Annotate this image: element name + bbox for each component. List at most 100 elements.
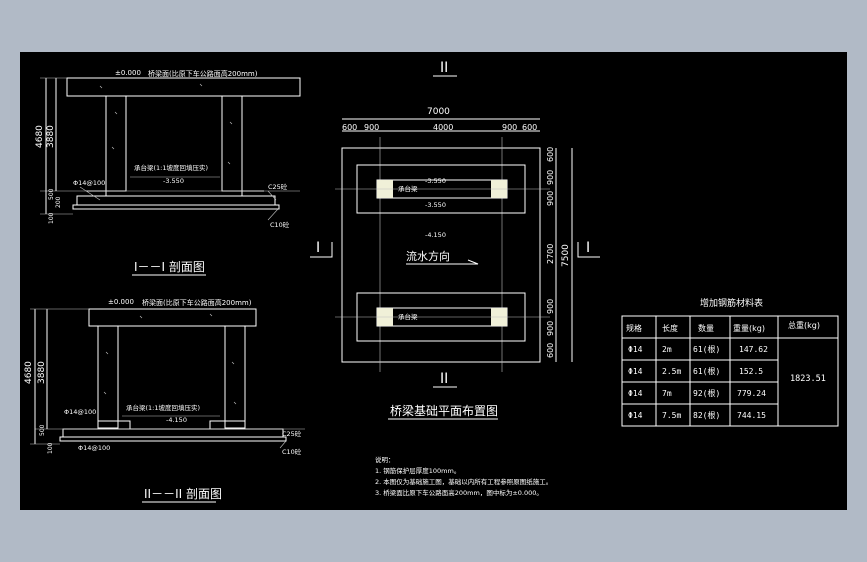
table-header-4: 总重(kg) (788, 320, 820, 330)
table-cell: Φ14 (628, 411, 643, 420)
table-cell: 744.15 (737, 411, 766, 420)
plan-view: II II I I 7000 600 900 4000 900 600 承台梁 … (310, 60, 600, 420)
top-elevation: ±0.000 (115, 69, 141, 77)
table-cell: 61(根) (693, 366, 720, 376)
table-cell: Φ14 (628, 367, 643, 376)
dim-right-1: 900 (546, 170, 555, 185)
plan-mark-right: I (586, 240, 590, 256)
dim-200: 200 (55, 196, 62, 208)
table-total: 1823.51 (790, 374, 826, 384)
dim-top-2: 4000 (433, 123, 453, 132)
deck-slab (66, 77, 301, 97)
foundation-outline (341, 147, 541, 363)
dim-upper: 3880 (46, 125, 56, 148)
rebar-note-2b: Φ14@100 (78, 444, 110, 452)
flow-arrow (406, 259, 479, 265)
table-row: Φ14 7.5m 82(根) 744.15 (628, 410, 766, 420)
plan-mark-top: II (440, 60, 448, 76)
left-column (105, 95, 127, 192)
table-header-2: 数量 (698, 323, 714, 333)
dim-upper-2: 3880 (37, 361, 47, 384)
base-note: C10砼 (270, 220, 290, 229)
table-cell: Φ14 (628, 389, 643, 398)
footing-2 (62, 428, 284, 438)
table-cell: 61(根) (693, 344, 720, 354)
table-cell: 7.5m (662, 411, 681, 420)
rebar-note: Φ14@100 (73, 179, 105, 187)
rebar-note-2a: Φ14@100 (64, 408, 96, 416)
drawing-canvas: 4680 3880 500 100 200 ±0.000 桥梁面(比原下车公路面… (20, 52, 847, 510)
table-cell: 7m (662, 389, 672, 398)
concrete-note: C25砼 (268, 182, 288, 191)
table-cell: 82(根) (693, 410, 720, 420)
section-2-title: II－－II 剖面图 (144, 487, 222, 501)
dim-500-2: 500 (39, 424, 46, 436)
base-layer (72, 204, 280, 210)
table-cell: 147.62 (739, 345, 768, 354)
dim-width: 7000 (427, 107, 450, 117)
material-table: 增加钢筋材料表 规格 长度 数量 重量(kg) 总重(kg) Φ14 2m 61… (621, 297, 839, 427)
table-cell: 2m (662, 345, 672, 354)
base-note-2: C10砼 (282, 447, 302, 456)
dim-top-3: 900 (502, 123, 517, 132)
plan-title: 桥梁基础平面布置图 (390, 403, 498, 418)
table-cell: Φ14 (628, 345, 643, 354)
dim-top-0: 600 (342, 123, 357, 132)
dim-right-2: 900 (546, 191, 555, 206)
table-cell: 92(根) (693, 388, 720, 398)
top-elevation-2: ±0.000 (108, 298, 134, 306)
right-column (221, 95, 243, 192)
table-title: 增加钢筋材料表 (700, 297, 763, 309)
elev-a: -3.550 (425, 177, 446, 185)
dim-top-4: 600 (522, 123, 537, 132)
plan-mark-left: I (316, 240, 320, 256)
section-1-title: I－－I 剖面图 (134, 260, 205, 274)
table-cell: 2.5m (662, 367, 681, 376)
beam-label-2: 承台梁 (398, 312, 418, 321)
dim-100: 100 (48, 212, 55, 224)
dim-right-5: 900 (546, 321, 555, 336)
table-row: Φ14 2.5m 61(根) 152.5 (628, 366, 763, 376)
dim-right-3: 2700 (546, 244, 555, 264)
footing-top (86, 190, 264, 197)
dim-total: 4680 (35, 125, 45, 148)
surface-note: 桥梁面(比原下车公路面高200mm) (148, 69, 258, 78)
elevation-2: -4.150 (166, 416, 187, 424)
dim-top-1: 900 (364, 123, 379, 132)
dim-height: 7500 (561, 244, 571, 267)
base-layer-2 (59, 436, 287, 442)
dim-right-0: 600 (546, 147, 555, 162)
table-header-3: 重量(kg) (733, 323, 765, 333)
section-2: 4680 3880 500 100 ±0.000 桥梁面(比原下车公路面高200… (24, 298, 305, 503)
footing (76, 195, 276, 206)
note-1: 1. 钢筋保护层厚度100mm。 (375, 466, 460, 475)
right-column-2 (224, 325, 246, 429)
note-3: 3. 桥梁面比原下车公路面高200mm，图中标为±0.000。 (375, 488, 543, 497)
table-header-0: 规格 (626, 323, 642, 333)
table-cell: 152.5 (739, 367, 763, 376)
cap-note-2: 承台梁(1:1坡度回填压实) (126, 403, 200, 412)
concrete-note-2: C25砼 (282, 429, 302, 438)
elev-b: -3.550 (425, 201, 446, 209)
dim-right-6: 600 (546, 343, 555, 358)
section-1: 4680 3880 500 100 200 ±0.000 桥梁面(比原下车公路面… (35, 69, 301, 276)
table-row: Φ14 7m 92(根) 779.24 (628, 388, 766, 398)
notes: 说明： 1. 钢筋保护层厚度100mm。 2. 本图仅为基础施工图，基础以内所有… (375, 455, 552, 497)
elevation-1: -3.550 (163, 177, 184, 185)
plan-mark-bottom: II (440, 371, 448, 387)
left-column-2 (97, 325, 119, 429)
cap-note: 承台梁(1:1坡度回填压实) (134, 163, 208, 172)
dim-total-2: 4680 (24, 361, 34, 384)
beam-label-1: 承台梁 (398, 184, 418, 193)
deck-slab-2 (88, 308, 257, 327)
surface-note-2: 桥梁面(比原下车公路面高200mm) (142, 298, 252, 307)
table-cell: 779.24 (737, 389, 766, 398)
elev-c: -4.150 (425, 231, 446, 239)
note-2: 2. 本图仅为基础施工图，基础以内所有工程参照原图纸施工。 (375, 477, 552, 486)
cad-drawing: 4680 3880 500 100 200 ±0.000 桥梁面(比原下车公路面… (24, 60, 839, 503)
notes-heading: 说明： (375, 455, 395, 464)
table-row: Φ14 2m 61(根) 147.62 (628, 344, 768, 354)
flow-label: 流水方向 (406, 249, 450, 263)
dim-100-2: 100 (47, 442, 54, 454)
dim-right-4: 900 (546, 299, 555, 314)
